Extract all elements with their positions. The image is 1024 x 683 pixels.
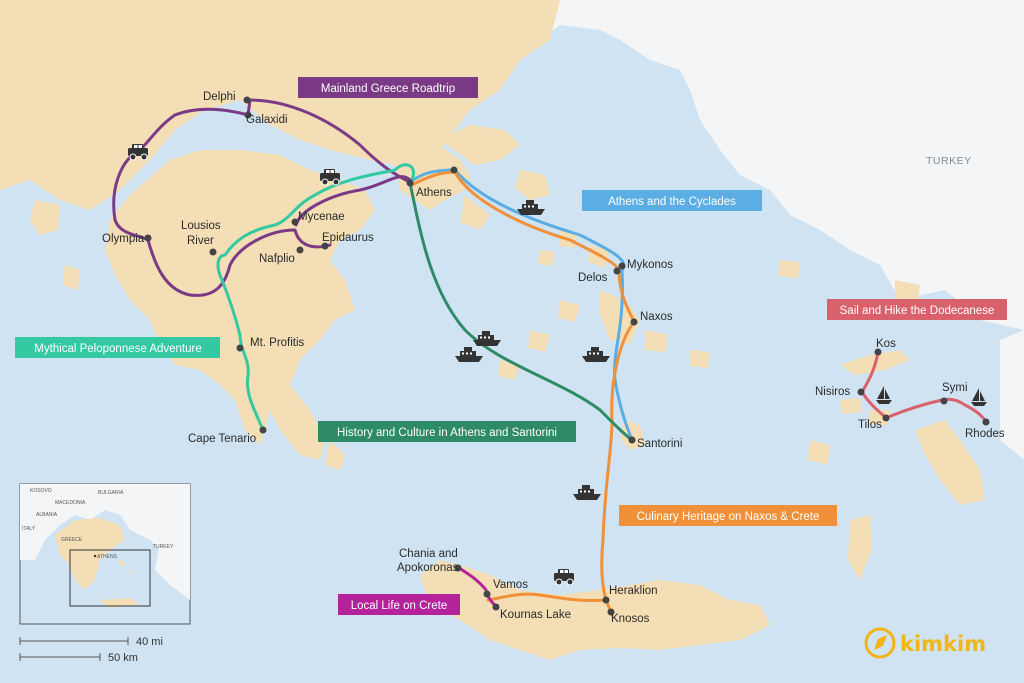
route-tag-dodecanese: Sail and Hike the Dodecanese <box>827 299 1007 320</box>
brand-logo: kimkim <box>864 627 986 659</box>
place-delphi: Delphi <box>203 91 236 103</box>
place-vamos: Vamos <box>493 579 528 591</box>
compass-icon <box>864 627 896 659</box>
ferry-icon <box>517 200 545 215</box>
ferry-icon <box>573 485 601 500</box>
place-tilos: Tilos <box>858 419 882 431</box>
place-olympia: Olympia <box>102 233 145 245</box>
brand-name: kimkim <box>900 632 986 656</box>
place-chania-1: Chania and <box>399 548 458 560</box>
place-epidaurus: Epidaurus <box>322 232 374 244</box>
place-nisiros: Nisiros <box>815 386 850 398</box>
route-tag-peloponnese: Mythical Peloponnese Adventure <box>15 337 220 358</box>
route-peloponnese <box>216 163 415 430</box>
route-tag-mainland: Mainland Greece Roadtrip <box>298 77 478 98</box>
place-mykonos: Mykonos <box>627 259 673 271</box>
inset-label-bulgaria: BULGARIA <box>98 490 124 496</box>
inset-label-italy: ITALY <box>22 526 36 532</box>
route-tag-mainland-label: Mainland Greece Roadtrip <box>321 83 455 95</box>
inset-label-turkey: TURKEY <box>153 544 174 550</box>
route-tag-cyclades-label: Athens and the Cyclades <box>608 196 736 208</box>
jeep-icon <box>553 568 575 586</box>
place-naxos: Naxos <box>640 311 673 323</box>
place-heraklion: Heraklion <box>609 585 658 597</box>
place-cape-tenario: Cape Tenario <box>188 433 256 445</box>
route-tag-history: History and Culture in Athens and Santor… <box>318 421 576 442</box>
foreign-land <box>0 0 1024 460</box>
scale-km: 50 km <box>108 652 138 664</box>
inset-map: KOSOVO BULGARIA MACEDONIA ALBANIA ITALY … <box>19 483 191 625</box>
place-delos: Delos <box>578 272 608 284</box>
place-kos: Kos <box>876 338 896 350</box>
place-symi: Symi <box>942 382 968 394</box>
route-crete-local <box>457 566 498 608</box>
place-galaxidi: Galaxidi <box>246 114 288 126</box>
route-tag-culinary: Culinary Heritage on Naxos & Crete <box>619 505 837 526</box>
place-markers <box>144 96 990 616</box>
place-athens: Athens <box>416 187 452 199</box>
inset-label-greece: GREECE <box>61 537 83 543</box>
place-santorini: Santorini <box>637 438 682 450</box>
inset-label-albania: ALBANIA <box>36 512 58 518</box>
place-chania-2: Apokoronas <box>397 562 459 574</box>
inset-label-macedonia: MACEDONIA <box>55 500 86 506</box>
sailboat-icon <box>971 388 987 406</box>
route-tag-culinary-label: Culinary Heritage on Naxos & Crete <box>637 511 820 523</box>
inset-label-athens: ATHENS <box>97 554 118 560</box>
place-lousios-1: Lousios <box>181 220 221 232</box>
country-label-turkey: TURKEY <box>926 155 972 167</box>
route-history <box>408 181 634 442</box>
place-mycenae: Mycenae <box>298 211 345 223</box>
ferry-icon <box>473 331 501 346</box>
ferry-icon <box>582 347 610 362</box>
route-tag-dodecanese-label: Sail and Hike the Dodecanese <box>840 305 995 317</box>
route-tag-crete-local: Local Life on Crete <box>338 594 460 615</box>
place-knosos: Knosos <box>611 613 650 625</box>
inset-label-kosovo: KOSOVO <box>30 488 52 494</box>
place-kournas: Kournas Lake <box>500 609 571 621</box>
route-tag-peloponnese-label: Mythical Peloponnese Adventure <box>34 343 202 355</box>
route-dodecanese <box>860 350 988 424</box>
place-nafplio: Nafplio <box>259 253 295 265</box>
scale-miles: 40 mi <box>136 636 163 648</box>
ferry-icon <box>455 347 483 362</box>
scale-bar <box>19 637 129 661</box>
route-tag-crete-local-label: Local Life on Crete <box>351 600 448 612</box>
sailboat-icon <box>876 386 892 404</box>
route-tag-cyclades: Athens and the Cyclades <box>582 190 762 211</box>
place-mt-profitis: Mt. Profitis <box>250 337 305 349</box>
route-tag-history-label: History and Culture in Athens and Santor… <box>337 427 557 439</box>
place-rhodes: Rhodes <box>965 428 1005 440</box>
route-mainland <box>112 98 412 297</box>
place-lousios-2: River <box>187 235 214 247</box>
